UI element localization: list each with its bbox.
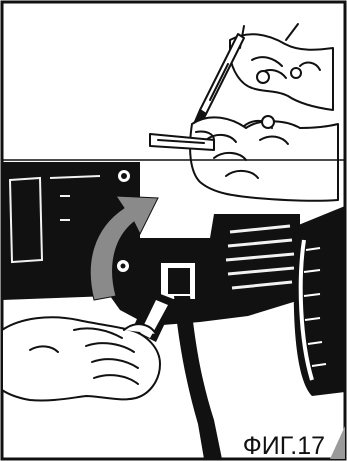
wheel (294, 206, 345, 396)
lower-hand (2, 317, 160, 400)
figure-label: ФИГ.17 (243, 434, 325, 459)
